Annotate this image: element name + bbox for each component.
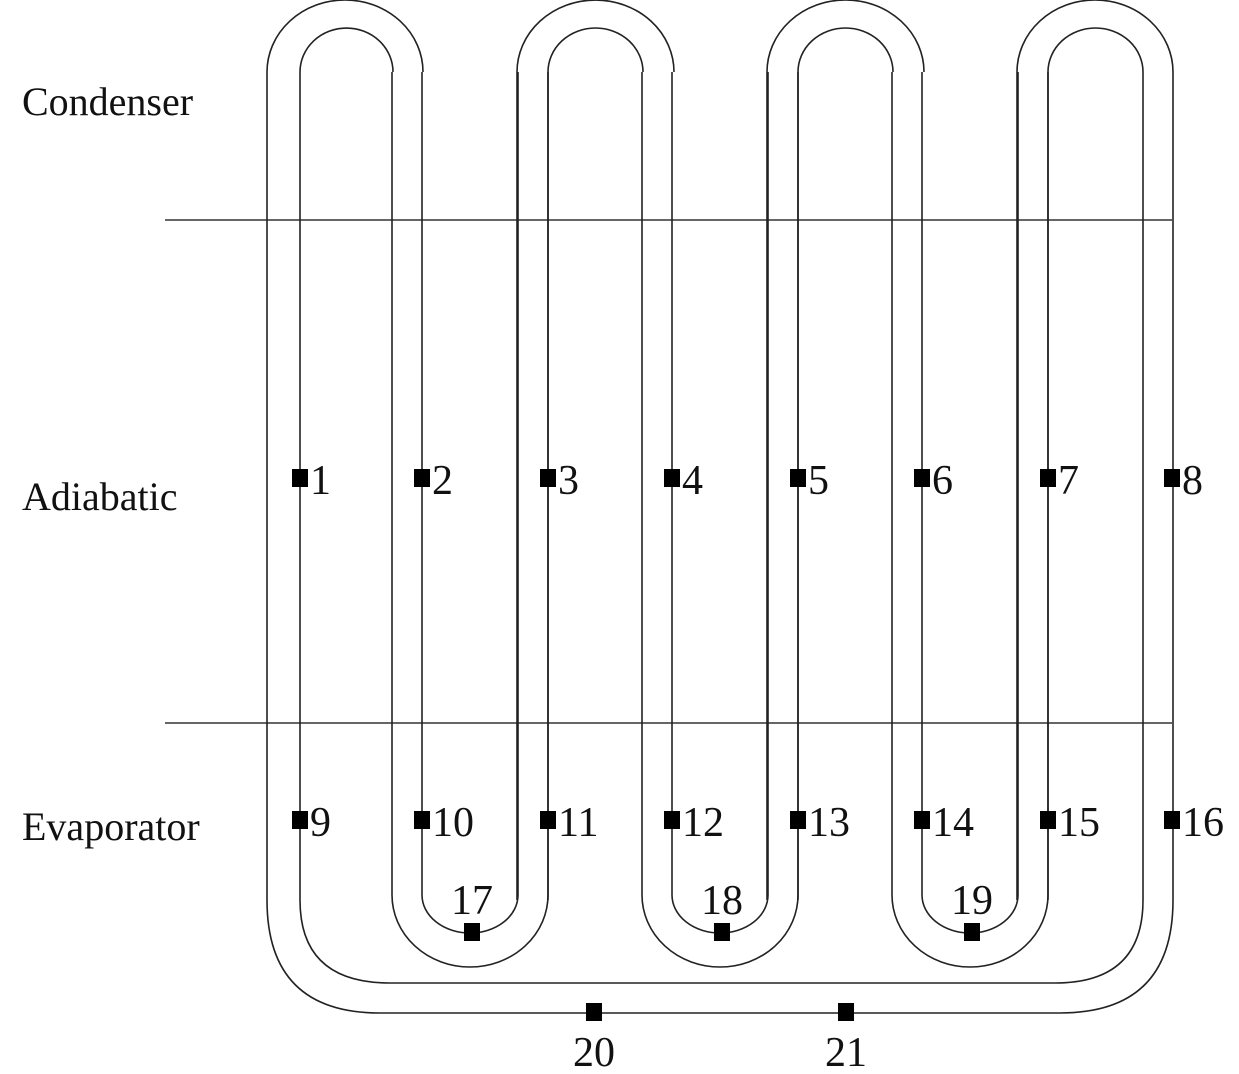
sensor-label: 10 [432,800,474,846]
sensor-label: 21 [825,1030,867,1074]
sensor-marker [292,811,308,829]
sensor-label: 2 [432,458,453,504]
sensor-label: 12 [682,800,724,846]
sensor-12: 12 [664,800,724,846]
sensor-label: 17 [451,878,493,924]
tube-segment [299,27,394,900]
sensor-label: 14 [932,800,974,846]
sensor-label: 8 [1182,458,1203,504]
tube-segment [391,72,549,968]
sensor-19: 19 [951,878,993,941]
sensor-7: 7 [1040,458,1079,504]
sensor-marker [790,469,806,487]
sensor-marker [838,1003,854,1021]
sensor-label: 15 [1058,800,1100,846]
zone-label-evaporator: Evaporator [22,804,200,849]
sensor-marker [914,811,930,829]
sensor-marker [1040,811,1056,829]
sensor-2: 2 [414,458,453,504]
serpentine-tube [266,0,1174,1014]
sensor-label: 4 [682,458,703,504]
sensor-20: 20 [573,1003,615,1074]
tube-segment [1047,27,1144,900]
sensor-label: 13 [808,800,850,846]
sensor-label: 6 [932,458,953,504]
sensor-3: 3 [540,458,579,504]
sensor-10: 10 [414,800,474,846]
zone-label-condenser: Condenser [22,79,193,124]
sensor-marker [914,469,930,487]
sensor-18: 18 [701,878,743,941]
sensor-8: 8 [1164,458,1203,504]
sensor-label: 16 [1182,800,1224,846]
tube-segment [766,0,925,900]
sensor-21: 21 [825,1003,867,1074]
tube-segment [516,0,675,900]
sensor-label: 9 [310,800,331,846]
sensor-label: 3 [558,458,579,504]
sensor-marker [664,469,680,487]
sensor-15: 15 [1040,800,1100,846]
sensor-marker [540,811,556,829]
sensor-marker [714,923,730,941]
sensor-9: 9 [292,800,331,846]
sensor-marker [292,469,308,487]
sensor-11: 11 [540,800,598,846]
sensor-marker [664,811,680,829]
sensor-label: 11 [558,800,598,846]
sensor-marker [1164,811,1180,829]
sensor-marker [464,923,480,941]
sensor-1: 1 [292,458,331,504]
tube-segment [547,27,644,900]
sensor-label: 5 [808,458,829,504]
tube-segment [266,72,1174,1014]
sensor-marker [790,811,806,829]
sensor-label: 20 [573,1030,615,1074]
tube-segment [299,72,1144,984]
sensor-4: 4 [664,458,703,504]
sensor-16: 16 [1164,800,1224,846]
tube-segment [266,0,424,900]
sensor-13: 13 [790,800,850,846]
tube-segment [1016,0,1174,900]
zone-label-adiabatic: Adiabatic [22,474,178,519]
tube-segment [641,72,799,968]
sensor-marker [540,469,556,487]
tube-segment [891,72,1049,968]
sensor-marker [1164,469,1180,487]
sensor-17: 17 [451,878,493,941]
sensor-marker [964,923,980,941]
tube-segment [797,27,894,900]
sensor-marker [414,469,430,487]
section-dividers [165,219,1172,724]
sensor-label: 18 [701,878,743,924]
sensor-14: 14 [914,800,974,846]
sensor-label: 1 [310,458,331,504]
sensor-marker [414,811,430,829]
sensor-5: 5 [790,458,829,504]
sensor-label: 19 [951,878,993,924]
sensor-6: 6 [914,458,953,504]
sensor-label: 7 [1058,458,1079,504]
sensor-marker [586,1003,602,1021]
zone-labels: Condenser Adiabatic Evaporator [22,79,200,849]
sensor-marker [1040,469,1056,487]
